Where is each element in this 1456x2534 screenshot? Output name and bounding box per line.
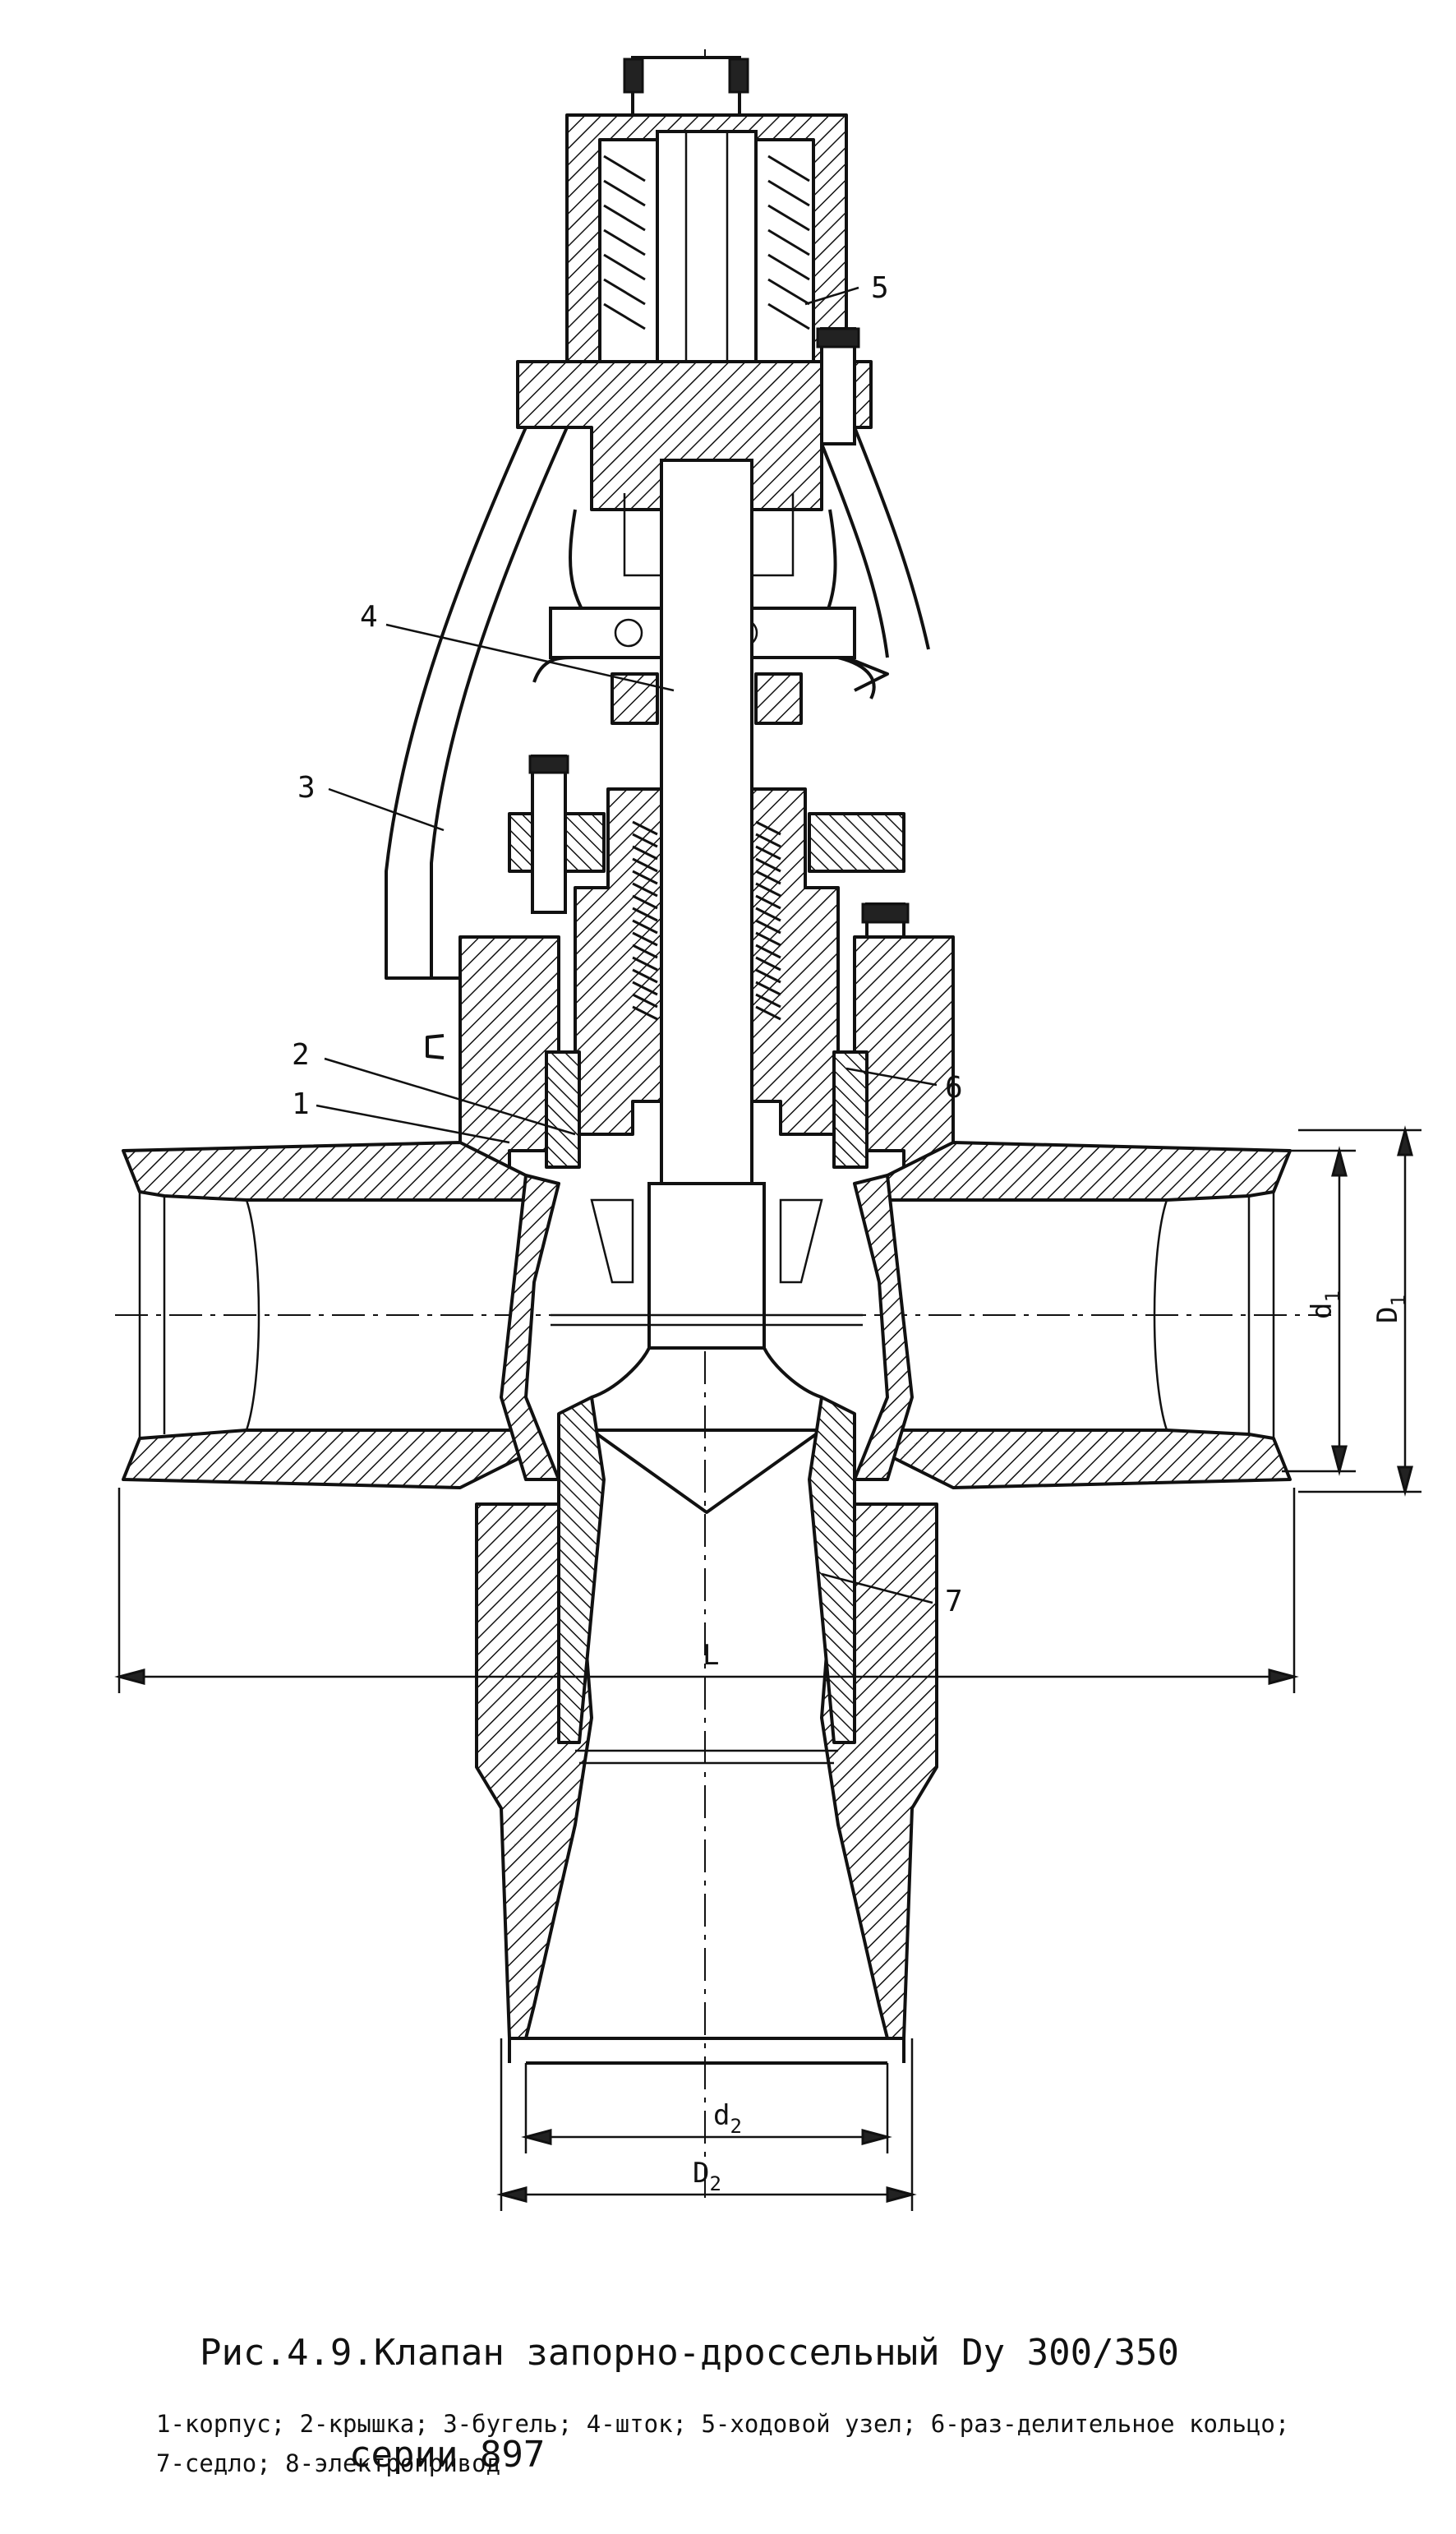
dim-d2: d2 <box>713 2099 742 2138</box>
dim-d1: d1 <box>1306 1290 1344 1319</box>
stem <box>532 459 876 1202</box>
callout-4: 4 <box>360 600 378 634</box>
callout-3: 3 <box>297 771 316 805</box>
figure-legend: 1-корпус; 2-крышка; 3-бугель; 4-шток; 5-… <box>156 2410 1290 2477</box>
caption-line-2: серии 897 <box>349 2434 546 2476</box>
callout-7: 7 <box>945 1585 963 1618</box>
callout-2: 2 <box>292 1038 310 1072</box>
caption-line-1: Рис.4.9.Клапан запорно-дроссельный Dy 30… <box>199 2332 1180 2374</box>
dimensions: L d1 D1 d2 D2 <box>114 1125 1421 2211</box>
bonnet <box>426 755 910 1136</box>
callouts: 1 2 3 4 5 6 7 <box>292 271 963 1618</box>
figure-caption: Рис.4.9.Клапан запорно-дроссельный Dy 30… <box>156 2277 1306 2532</box>
callout-1: 1 <box>292 1087 310 1121</box>
plug-and-seat <box>551 1182 863 1765</box>
dim-D2: D2 <box>693 2157 721 2195</box>
dim-L: L <box>703 1639 719 1672</box>
callout-6: 6 <box>945 1071 963 1105</box>
drive-unit <box>516 56 873 577</box>
dim-D1: D1 <box>1371 1295 1410 1323</box>
callout-5: 5 <box>871 271 889 305</box>
